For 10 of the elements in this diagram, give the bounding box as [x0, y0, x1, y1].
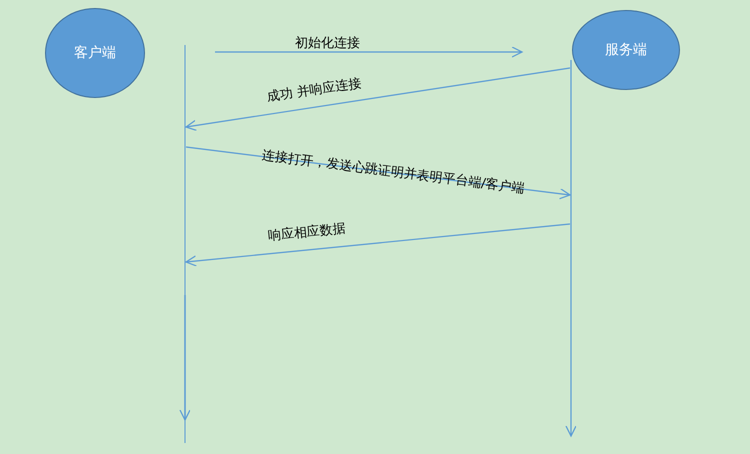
message-label: 连接打开，发送心跳证明并表明平台端/客户端 — [260, 147, 526, 198]
actor-ellipse: 客户端 — [45, 8, 145, 98]
message-arrow — [185, 223, 570, 267]
message-label: 成功 并响应连接 — [266, 75, 362, 106]
message-arrow — [215, 46, 523, 58]
actor-ellipse: 服务端 — [572, 10, 680, 90]
message-label: 初始化连接 — [295, 35, 360, 52]
message-label: 响应相应数据 — [267, 220, 346, 245]
message-arrow — [186, 146, 571, 200]
message-arrow — [185, 67, 570, 132]
